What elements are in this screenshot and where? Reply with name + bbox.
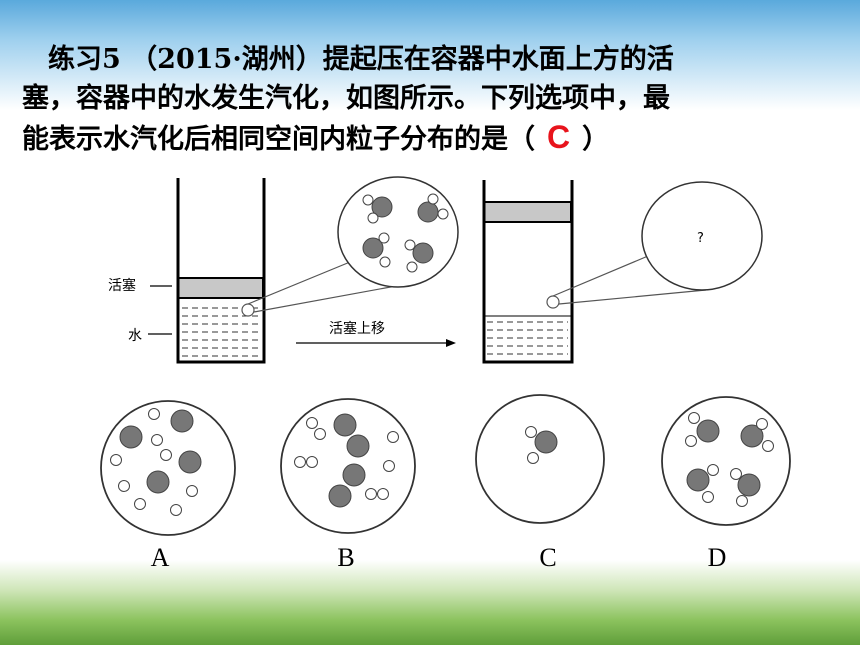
left-zoom-molecules (362, 193, 449, 273)
piston-label: 活塞 (108, 277, 136, 294)
left-zoom-circle (337, 176, 459, 288)
question-line-1: 练习5 （2015·湖州）提起压在容器中水面上方的活 (48, 44, 674, 75)
option-d-label: D (707, 543, 727, 572)
right-sample-point (546, 295, 560, 309)
right-piston (483, 201, 572, 223)
question-line-2: 塞，容器中的水发生汽化，如图所示。下列选项中，最 (22, 83, 670, 114)
arrow-head (446, 339, 456, 347)
option-b-circle (280, 398, 416, 534)
answer-mark: C (547, 119, 571, 155)
water-label: 水 (128, 328, 142, 344)
option-a-circle (100, 400, 236, 536)
arrow-label: 活塞上移 (329, 320, 385, 337)
question-line-3: 能表示水汽化后相同空间内粒子分布的是（ (22, 124, 535, 155)
question-text: 练习5 （2015·湖州）提起压在容器中水面上方的活塞，容器中的水发生汽化，如图… (22, 40, 842, 159)
option-c-circle (475, 394, 605, 524)
option-b-label: B (337, 543, 355, 572)
option-d-circle (661, 396, 791, 526)
option-a-label: A (150, 543, 170, 572)
right-water (487, 321, 568, 355)
left-piston (177, 277, 264, 299)
left-container (176, 178, 266, 364)
option-c-label: C (539, 543, 557, 572)
left-sample-point (241, 303, 255, 317)
unknown-mark: ? (697, 231, 704, 246)
question-close-paren: ） (582, 124, 610, 155)
right-container (482, 180, 574, 364)
right-zoom-circle (641, 181, 763, 291)
